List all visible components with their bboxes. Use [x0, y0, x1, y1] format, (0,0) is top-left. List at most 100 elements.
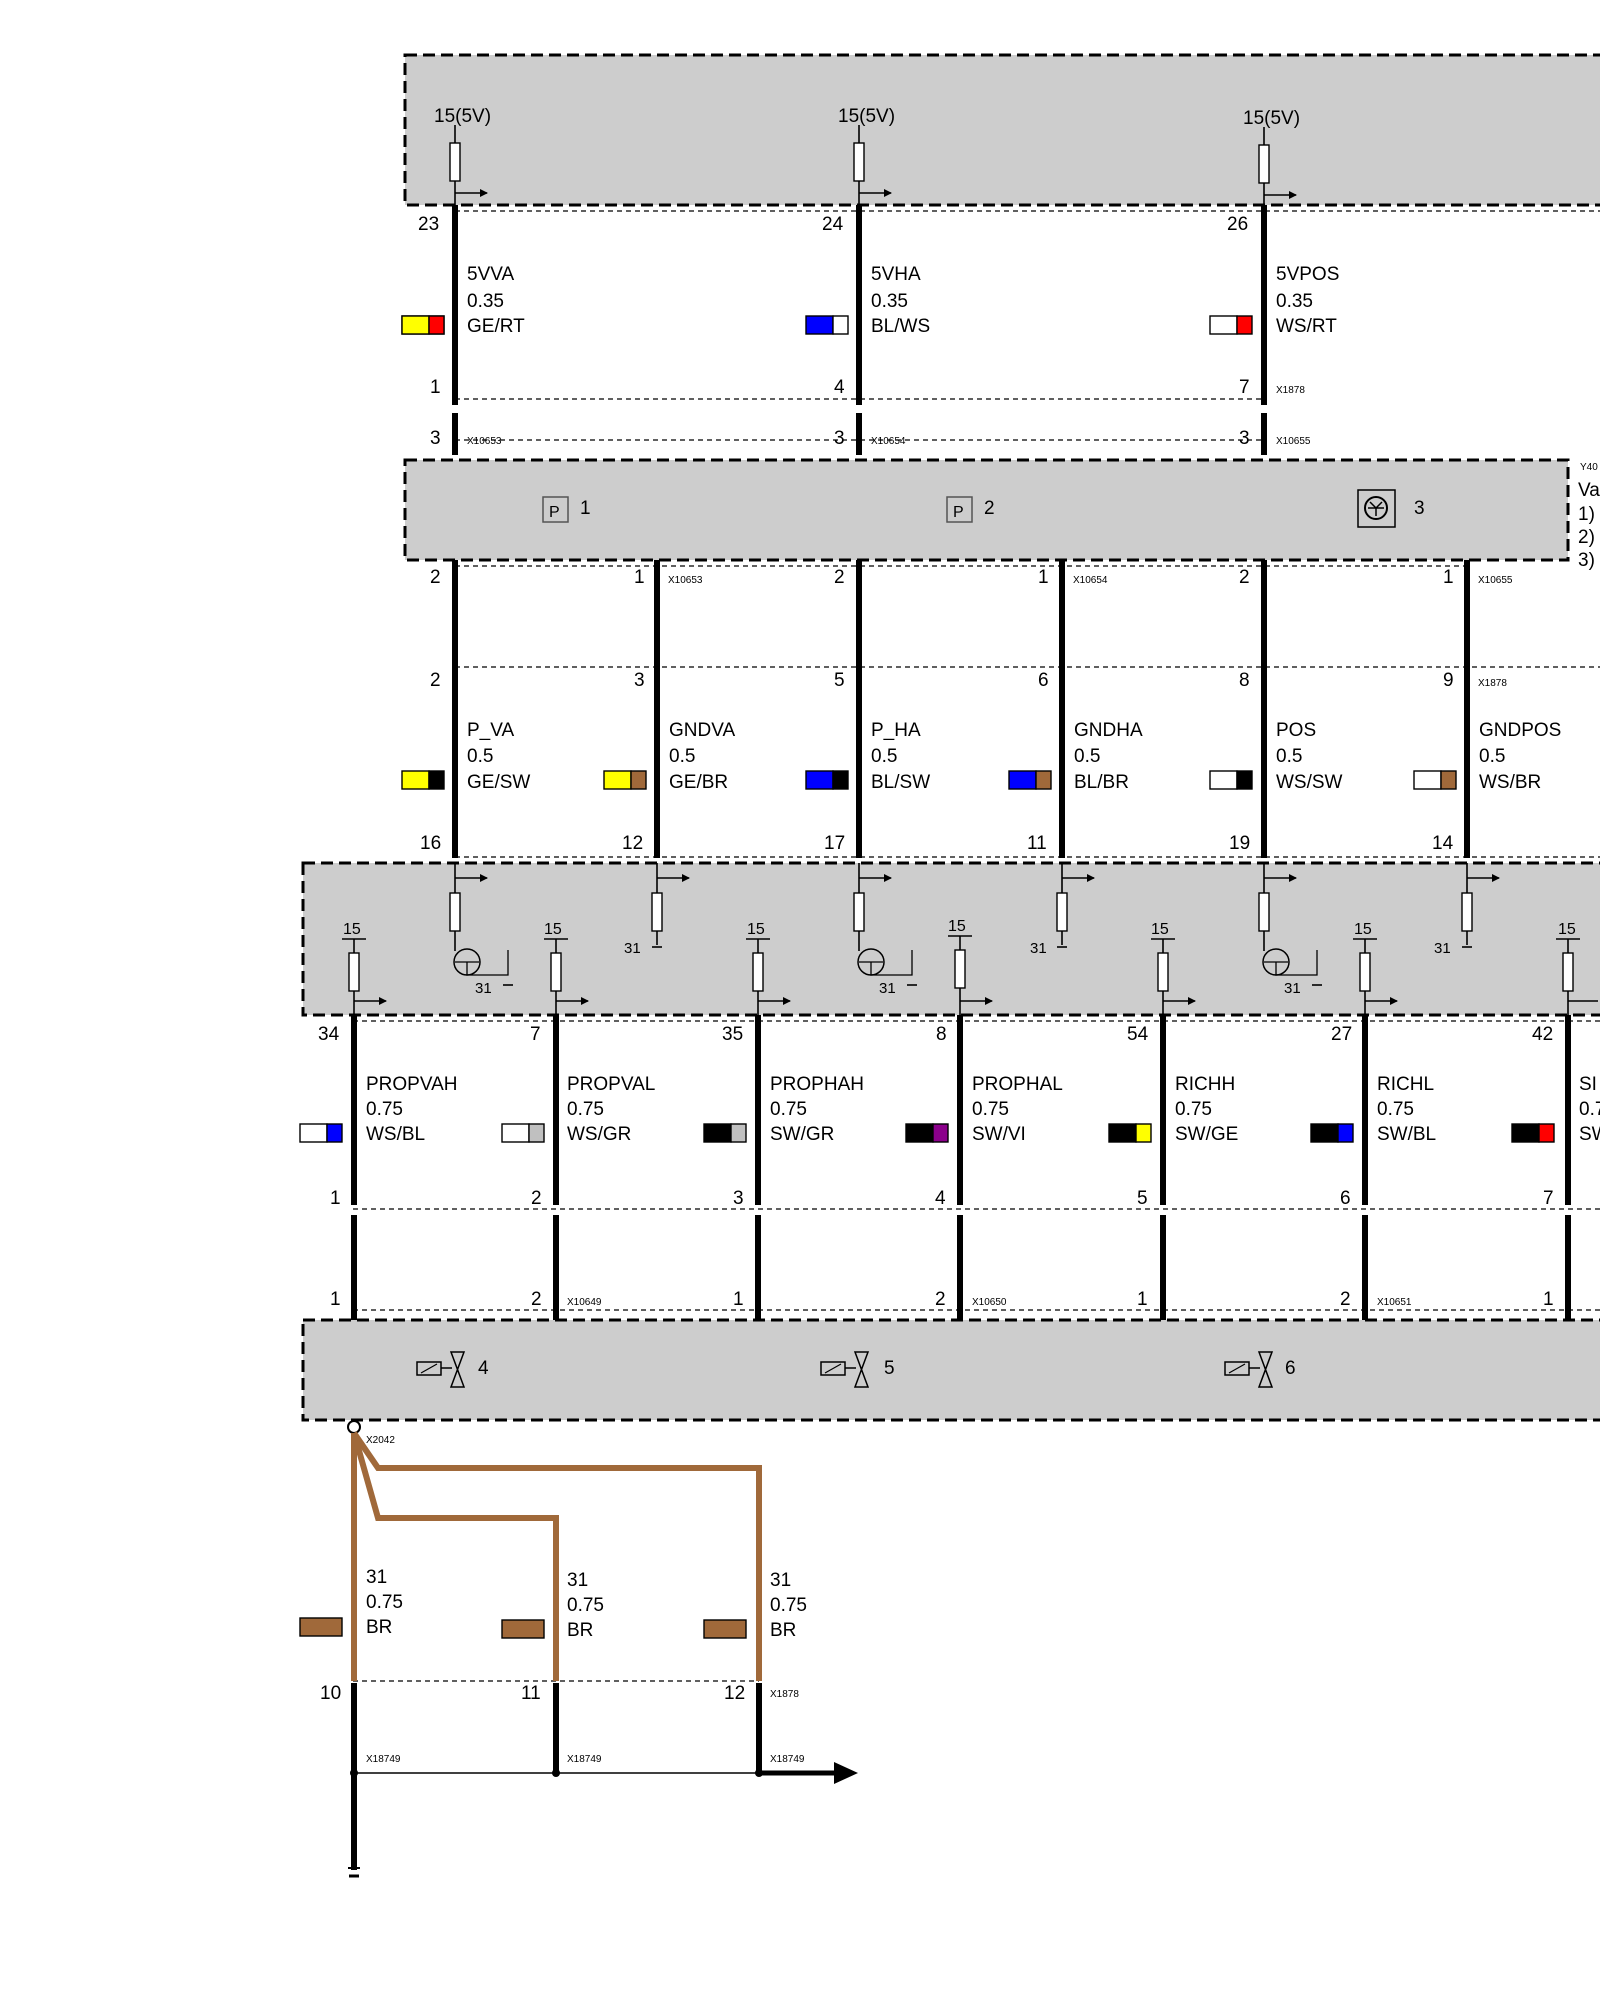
pin-label: 3: [1239, 428, 1250, 449]
ecu-output-0: 15: [342, 921, 387, 1015]
wire-name: 31: [770, 1570, 791, 1591]
wire-color-code: GE/SW: [467, 772, 530, 793]
connector-label: X18749: [366, 1754, 401, 1765]
wire-size: 0.75: [366, 1099, 403, 1120]
wire-name: 5VVA: [467, 264, 515, 285]
wire-color-code: BR: [567, 1620, 593, 1641]
wire-name: PROPHAH: [770, 1074, 864, 1095]
pin-label: 2: [531, 1289, 542, 1310]
wire-color-code: BL/WS: [871, 316, 930, 337]
pin-label: 9: [1443, 670, 1454, 691]
ground-symbol-icon: [348, 1867, 360, 1878]
connector-label: X10654: [871, 436, 906, 447]
pin-label: 2: [531, 1188, 542, 1209]
sensor-module-box: [403, 458, 1570, 562]
pin-label: 54: [1127, 1024, 1149, 1045]
pin-label: 26: [1227, 214, 1248, 235]
valve-wire-3: 8 PROPHAL 0.75 SW/VI 4 2 X10650: [905, 1015, 1063, 1320]
top-wire-2: 15(5V) 26 5VPOS 0.35 WS/RT 7 X1878 3 X10…: [1209, 108, 1339, 455]
pin-label: 7: [1239, 377, 1250, 398]
wire-size: 0.75: [567, 1099, 604, 1120]
pin-label: 5: [834, 670, 845, 691]
wire-name: GNDHA: [1074, 720, 1143, 741]
sensor-wire-4: 2 8 POS 0.5 WS/SW 19: [1209, 560, 1343, 858]
supply-label: 15(5V): [434, 106, 491, 127]
sensor-2-label: 2: [984, 498, 995, 519]
wire-name: GNDPOS: [1479, 720, 1561, 741]
pin-label: 1: [1443, 567, 1454, 588]
pin-label: 1: [1038, 567, 1049, 588]
position-sensor-icon: [1357, 489, 1396, 528]
sensor-3-label: 3: [1414, 498, 1425, 519]
pin-label: 3: [733, 1188, 744, 1209]
wire-name: SI: [1579, 1074, 1597, 1095]
wire-name: POS: [1276, 720, 1316, 741]
right-box-line-3: 3): [1578, 550, 1595, 571]
pin-label: 2: [1340, 1289, 1351, 1310]
wire-name: PROPVAH: [366, 1074, 458, 1095]
wire-size: 0.35: [871, 291, 908, 312]
wire-size: 0.5: [1074, 746, 1100, 767]
wire-name: 31: [366, 1567, 387, 1588]
valve-6-icon: [1224, 1351, 1274, 1388]
sensor-wire-0: 2 2 P_VA 0.5 GE/SW 16: [401, 560, 530, 858]
right-box-tag: Y40: [1580, 462, 1598, 473]
pressure-sensor-2-icon: P: [946, 496, 973, 523]
pressure-sensor-1-icon: P: [542, 496, 569, 523]
pin-label: 6: [1340, 1188, 1351, 1209]
ground-section: X2042 31 0.75 BR 31 0.75 BR 31 0.75 BR 1…: [299, 1420, 858, 1878]
fuse-label: 15: [1354, 921, 1372, 938]
top-wire-1: 15(5V) 24 5VHA 0.35 BL/WS 4 3 X10654: [805, 106, 930, 455]
wire-color-code: SW/GR: [770, 1124, 834, 1145]
control-unit-middle-box: [301, 861, 1600, 1017]
pin-label: 7: [530, 1024, 541, 1045]
valve-wire-4: 54 RICHH 0.75 SW/GE 5 1: [1108, 1015, 1238, 1320]
pin-label: 6: [1038, 670, 1049, 691]
pressure-sensor-2-symbol: P: [953, 504, 964, 521]
pin-label: 10: [320, 1683, 341, 1704]
sensor-wire-2: 2 5 P_HA 0.5 BL/SW 17: [805, 560, 930, 858]
pin-label: 8: [1239, 670, 1250, 691]
top-wire-0: 15(5V) 23 5VVA 0.35 GE/RT 1 3 X10653: [401, 106, 525, 455]
ecu-output-3: 15: [948, 918, 993, 1015]
connector-label: X10653: [668, 575, 703, 586]
ground-label: 31: [475, 980, 492, 997]
right-box-line-2: 2): [1578, 527, 1595, 548]
connector-label: X10653: [467, 436, 502, 447]
pin-label: 42: [1532, 1024, 1553, 1045]
pressure-sensor-1-symbol: P: [549, 504, 560, 521]
sensor-wire-5: 1 X10655 9 X1878 GNDPOS 0.5 WS/BR 14: [1413, 560, 1561, 858]
pin-label: 2: [834, 567, 845, 588]
wire-size: 0.5: [467, 746, 493, 767]
wire-size: 0.5: [1479, 746, 1505, 767]
ecu-input-2: 31: [853, 863, 917, 997]
valve-wire-6: 42 SI 0.7 SW 7 1: [1511, 1015, 1600, 1320]
valve-wire-0: 34 PROPVAH 0.75 WS/BL 1 1: [299, 1015, 458, 1320]
fuse-label: 15: [1151, 921, 1169, 938]
ecu-input-1: 31: [624, 863, 690, 957]
pin-label: 1: [1543, 1289, 1554, 1310]
fuse-label: 15: [343, 921, 361, 938]
wire-size: 0.75: [567, 1595, 604, 1616]
fuse-label: 15: [948, 918, 966, 935]
valve-wire-2: 35 PROPHAH 0.75 SW/GR 3 1: [703, 1015, 864, 1320]
ecu-output-4: 15: [1151, 921, 1196, 1015]
pin-label: 11: [521, 1683, 541, 1704]
ground-label: 31: [879, 980, 896, 997]
sensor-1-label: 1: [580, 498, 591, 519]
pin-label: 12: [622, 833, 643, 854]
ground-splice: [347, 1420, 361, 1434]
wire-size: 0.75: [770, 1595, 807, 1616]
wire-size: 0.75: [1377, 1099, 1414, 1120]
wire-size: 0.5: [1276, 746, 1302, 767]
pin-label: 8: [936, 1024, 947, 1045]
connector-label: X10650: [972, 1297, 1007, 1308]
wire-color-code: GE/RT: [467, 316, 525, 337]
pin-label: 2: [1239, 567, 1250, 588]
ecu-output-5: 15: [1353, 921, 1398, 1015]
ecu-input-5: 31: [1434, 863, 1500, 957]
wire-size: 0.35: [467, 291, 504, 312]
right-box-line-1: 1): [1578, 504, 1595, 525]
wire-name: RICHL: [1377, 1074, 1434, 1095]
